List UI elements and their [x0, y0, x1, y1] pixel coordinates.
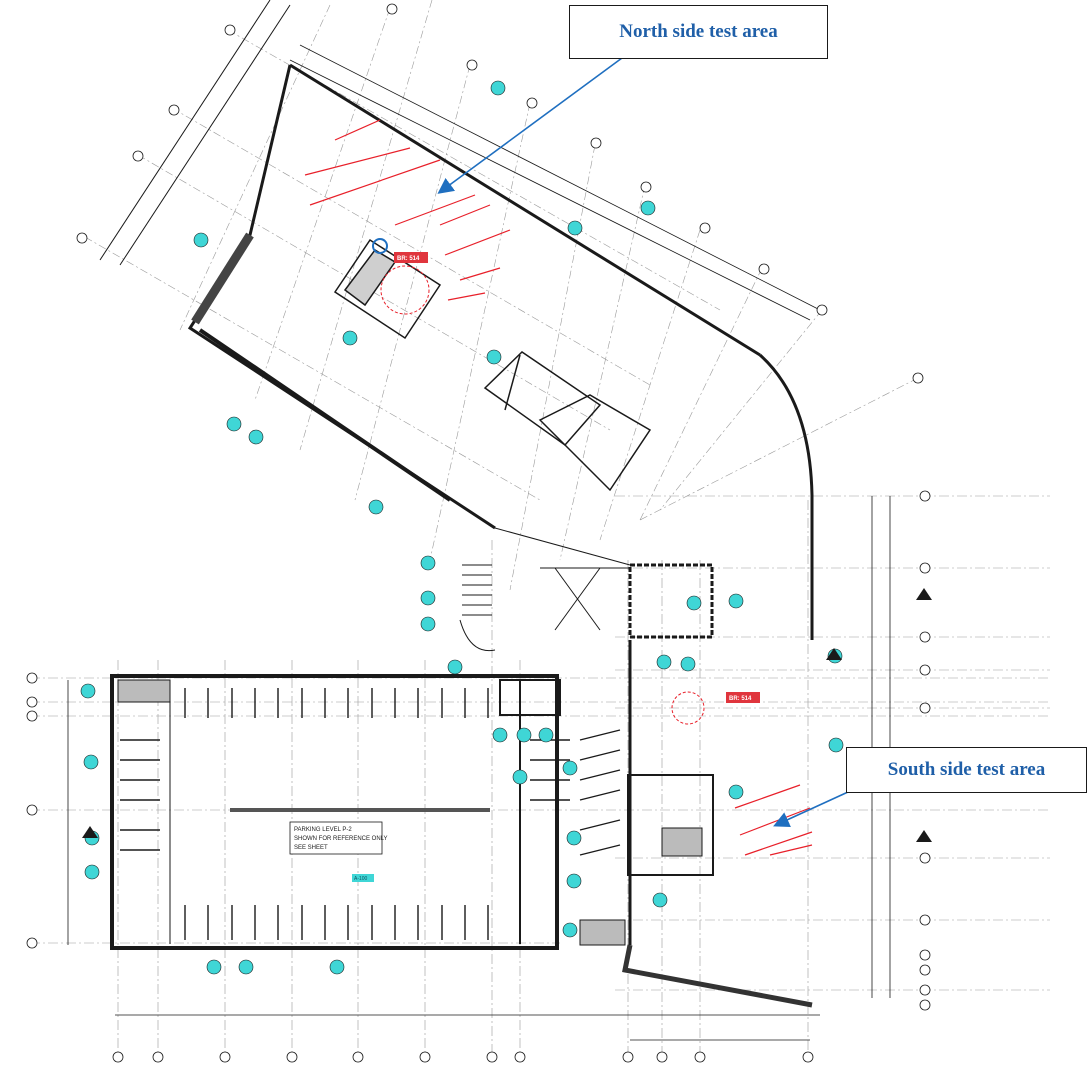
south-test-hatch: [734, 784, 813, 856]
parking-level-note: PARKING LEVEL P-2 SHOWN FOR REFERENCE ON…: [289, 821, 388, 882]
grid-bubbles: [26, 3, 931, 1063]
parking-note-line-3: SEE SHEET: [294, 845, 328, 851]
north-test-area-callout: North side test area: [569, 5, 828, 59]
south-callout-arrow: [773, 791, 849, 827]
br-tag-south: BR: 514: [726, 692, 760, 703]
north-core-rooms: [333, 238, 652, 492]
north-test-hatch: [304, 119, 511, 301]
br-tag-south-label: BR: 514: [729, 696, 752, 702]
parking-note-line-1: PARKING LEVEL P-2: [294, 827, 352, 833]
section-marks: [80, 80, 844, 975]
north-grid-lines: [84, 0, 919, 591]
north-wing-walls: [99, 0, 821, 640]
parking-ref-tag: A-100: [354, 876, 368, 882]
south-grid-lines: [30, 495, 1050, 1060]
parking-level: [110, 674, 561, 950]
south-test-area-callout: South side test area: [846, 747, 1087, 793]
br-tag-north-label: BR: 514: [397, 256, 420, 262]
dimension-lines: [67, 496, 891, 1041]
connection-ramp: [459, 527, 631, 652]
north-callout-arrow: [437, 57, 623, 194]
elevation-markers: [82, 588, 932, 842]
south-building-block: [579, 563, 813, 1008]
br-tag-north: BR: 514: [394, 252, 428, 263]
parking-note-line-2: SHOWN FOR REFERENCE ONLY: [294, 836, 388, 842]
parking-stalls: [120, 688, 621, 940]
north-test-area-label: North side test area: [619, 21, 778, 42]
south-test-area-label: South side test area: [887, 759, 1046, 780]
